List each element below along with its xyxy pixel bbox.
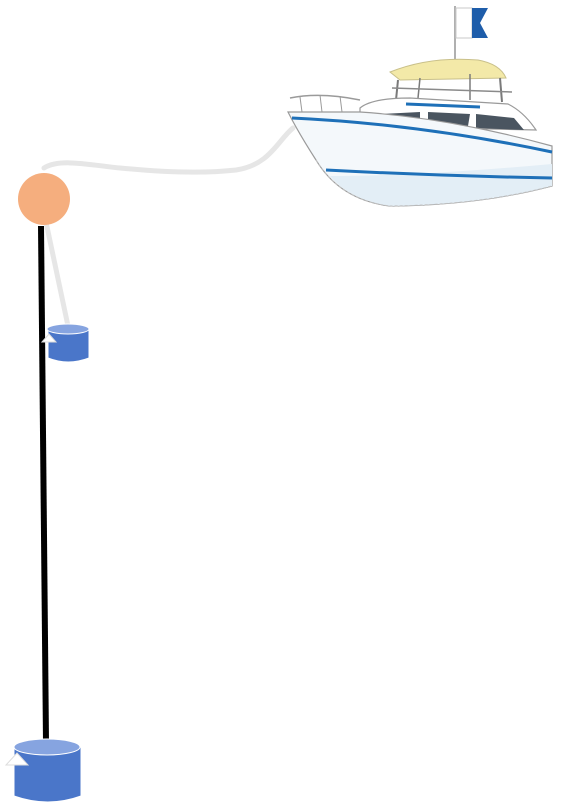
motor-yacht-icon	[288, 59, 552, 206]
descent-line	[41, 226, 46, 742]
large-weight-icon	[6, 739, 81, 802]
surface-buoy-icon	[18, 173, 70, 225]
surface-rope	[44, 128, 293, 172]
small-weight-icon	[42, 324, 89, 362]
small-weight-rope	[46, 222, 68, 326]
alpha-dive-flag-icon	[455, 6, 488, 60]
